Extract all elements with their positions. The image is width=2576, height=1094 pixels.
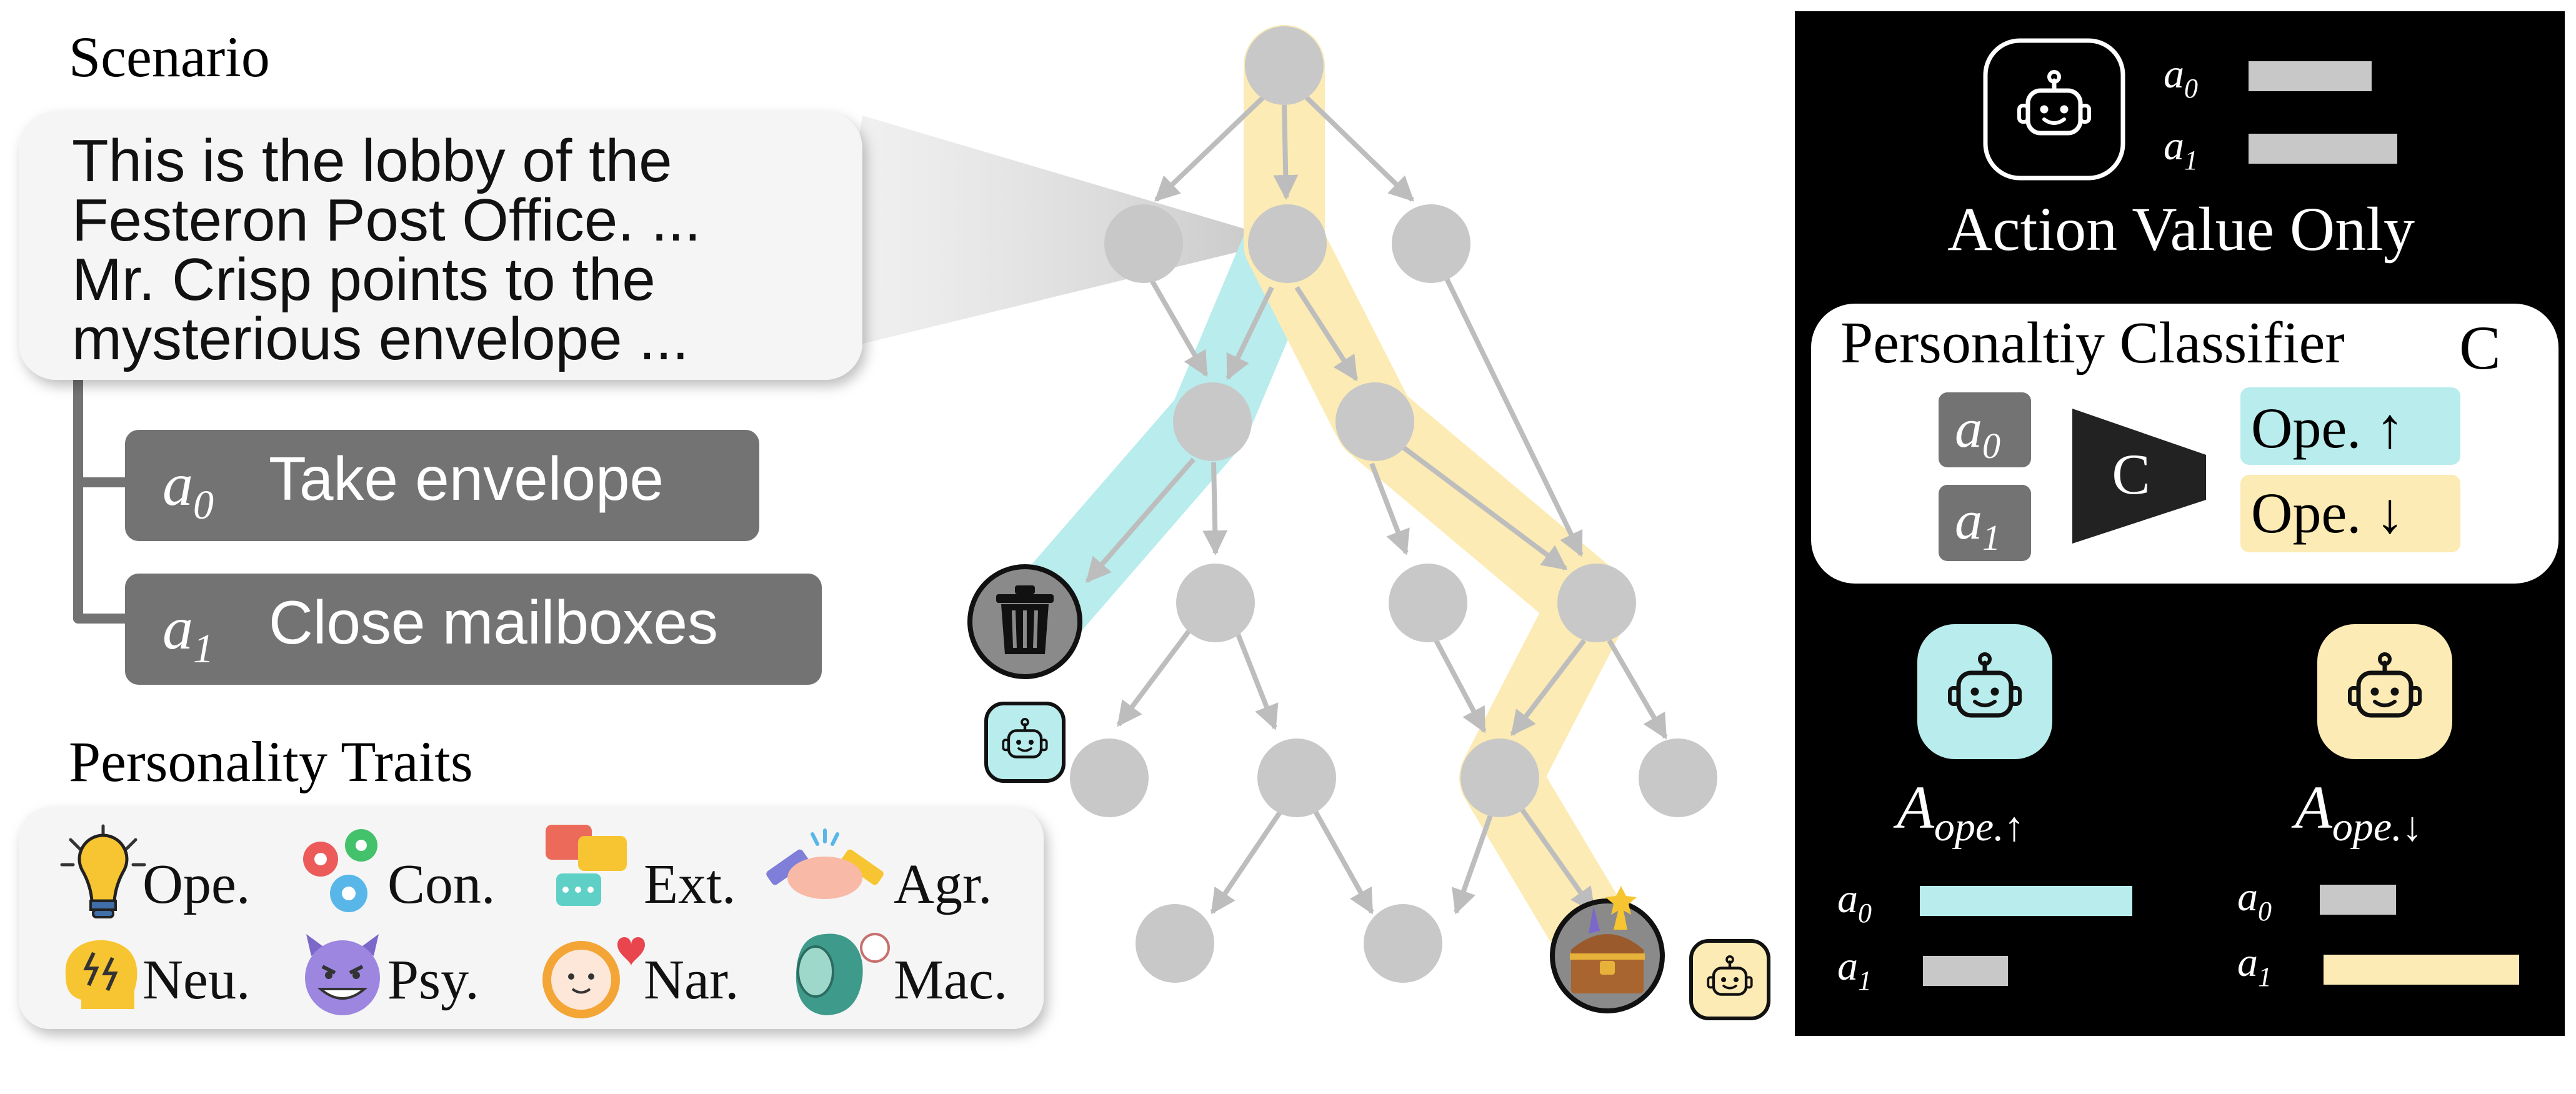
trait-mac: Mac. — [894, 949, 1007, 1011]
scenario-heading: Scenario — [69, 25, 270, 89]
speech-bubbles-icon — [546, 825, 627, 906]
svg-text:a1: a1 — [1955, 490, 2000, 558]
scenario-line-1: This is the lobby of the — [72, 127, 672, 194]
classifier-funnel-label: C — [2112, 442, 2150, 506]
tree-node — [1070, 738, 1149, 817]
handshake-icon — [766, 828, 884, 899]
trait-ope: Ope. — [142, 853, 250, 915]
scenario-line-3: Mr. Crisp points to the — [72, 246, 656, 313]
classifier-funnel — [2072, 409, 2206, 544]
tree-node — [1364, 904, 1442, 983]
robot-icon — [1983, 38, 2125, 181]
agent-down-row-0: a0 — [2237, 874, 2272, 927]
treasure-chest-icon — [1550, 886, 1665, 1013]
tree-node — [1257, 738, 1336, 817]
action-label-0: Take envelope — [269, 444, 664, 513]
classifier-input-0: a0 — [1939, 392, 2031, 467]
agent-label-down: Aope.↓ — [2291, 774, 2423, 850]
anxious-head-icon — [65, 940, 137, 1009]
robot-icon — [1689, 939, 1770, 1020]
trait-con: Con. — [387, 853, 496, 915]
robot-icon — [2317, 624, 2452, 759]
masks-icon — [796, 933, 890, 1015]
tree-node — [1176, 564, 1255, 642]
trait-psy: Psy. — [387, 949, 479, 1011]
value-row-label-1: a1 — [2164, 123, 2198, 176]
svg-text:Ope. ↑: Ope. ↑ — [2251, 396, 2404, 460]
classifier-input-1: a1 — [1939, 485, 2031, 561]
value-row-label-0: a0 — [2164, 51, 2198, 104]
tree-nodes — [1070, 26, 1717, 983]
agent-down-row-1: a1 — [2237, 940, 2272, 992]
trait-ext: Ext. — [644, 853, 736, 915]
tree-node — [1639, 738, 1717, 817]
trash-icon — [967, 564, 1082, 679]
trait-nar: Nar. — [644, 949, 739, 1011]
value-bar-0 — [2249, 61, 2372, 91]
svg-text:a0: a0 — [1955, 399, 2000, 466]
action-bracket — [73, 370, 136, 624]
scenario-box — [19, 111, 862, 380]
mirror-heart-icon — [542, 937, 645, 1018]
agent-up-bar-0 — [1920, 886, 2132, 916]
agent-down-bar-1 — [2324, 955, 2519, 985]
tree-node — [1248, 204, 1327, 283]
trait-agr: Agr. — [894, 853, 992, 915]
classifier-symbol: C — [2459, 313, 2501, 382]
tree-node — [1460, 738, 1539, 817]
action-label-1: Close mailboxes — [269, 588, 718, 657]
classifier-output-0: Ope. ↑ — [2240, 387, 2460, 465]
traits-heading: Personality Traits — [69, 730, 473, 793]
trait-neu: Neu. — [142, 949, 250, 1011]
action-box-0[interactable]: a0 Take envelope — [125, 430, 759, 541]
agent-up-row-0: a0 — [1837, 876, 1872, 928]
lightbulb-icon — [60, 824, 146, 918]
action-value-title: Action Value Only — [1947, 194, 2415, 264]
traits-labels: Ope. Con. Ext. Agr. Neu. Psy. Nar. Mac. — [142, 853, 1007, 1011]
tree-node — [1245, 26, 1324, 105]
scenario-line-4: mysterious envelope ... — [72, 306, 689, 372]
scenario-beam — [825, 116, 1284, 353]
tree-edges — [1085, 84, 1668, 915]
robot-icon — [1917, 624, 2052, 759]
agent-down-bar-0 — [2320, 885, 2396, 915]
agent-up-bar-1 — [1923, 956, 2008, 986]
svg-text:a1: a1 — [162, 595, 214, 672]
tree-node — [1557, 564, 1636, 642]
scenario-text: This is the lobby of the Festeron Post O… — [72, 127, 701, 372]
gears-icon — [303, 829, 377, 912]
tree-node — [1104, 204, 1183, 283]
agent-label-up: Aope.↑ — [1893, 774, 2025, 850]
svg-text:Ope. ↓: Ope. ↓ — [2251, 481, 2404, 545]
tree-node — [1335, 382, 1414, 461]
tree-node — [1392, 204, 1470, 283]
tree-node — [1136, 904, 1214, 983]
agent-up-row-1: a1 — [1837, 943, 1872, 996]
classifier-output-1: Ope. ↓ — [2240, 475, 2460, 552]
robot-icon — [984, 702, 1066, 783]
action-box-1[interactable]: a1 Close mailboxes — [125, 574, 822, 685]
svg-text:a0: a0 — [162, 451, 214, 528]
tree-node — [1389, 564, 1467, 642]
scenario-line-2: Festeron Post Office. ... — [72, 187, 701, 254]
devil-face-icon — [305, 934, 380, 1015]
tree-node — [1173, 382, 1252, 461]
value-bar-1 — [2249, 134, 2397, 164]
classifier-title: Personaltiy Classifier — [1840, 311, 2345, 375]
